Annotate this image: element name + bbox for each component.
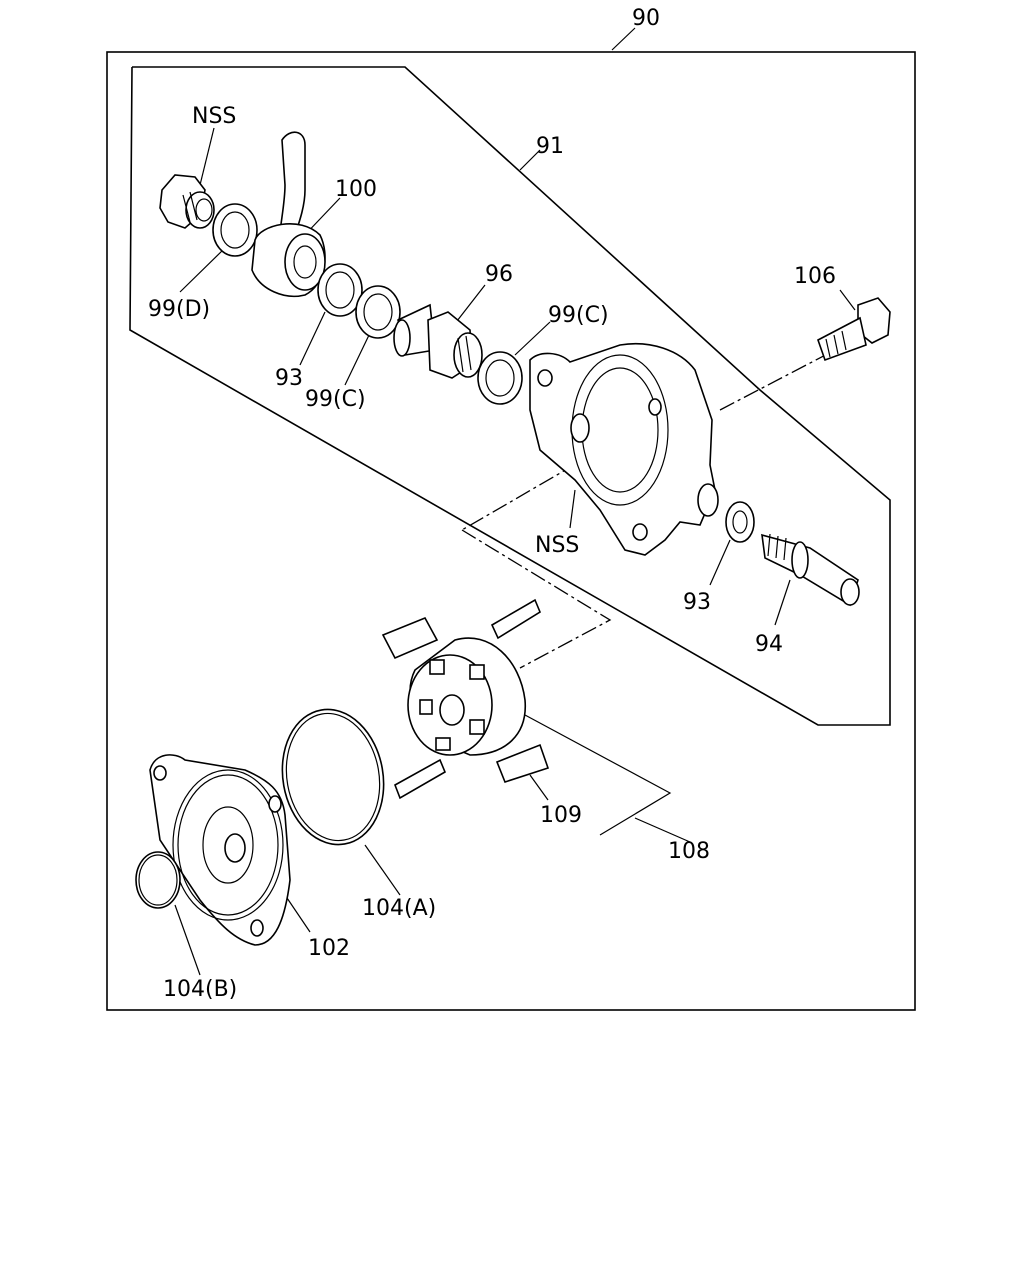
label-91: 91 bbox=[536, 134, 564, 159]
label-93-top: 93 bbox=[275, 366, 303, 391]
label-104b: 104(B) bbox=[163, 977, 237, 1002]
outer-frame bbox=[106, 51, 916, 1011]
washer-99d bbox=[212, 203, 258, 257]
label-104a: 104(A) bbox=[362, 896, 436, 921]
label-108: 108 bbox=[668, 839, 710, 864]
label-99c-right: 99(C) bbox=[548, 303, 609, 328]
label-109: 109 bbox=[540, 803, 582, 828]
oring-104a bbox=[281, 708, 385, 846]
cover-102 bbox=[149, 754, 291, 946]
connector-96 bbox=[393, 303, 483, 379]
housing-nss bbox=[529, 342, 719, 556]
label-94: 94 bbox=[755, 632, 783, 657]
label-102: 102 bbox=[308, 936, 350, 961]
vane-109-3 bbox=[394, 758, 447, 800]
vane-109-2 bbox=[490, 598, 542, 640]
oring-104b bbox=[135, 851, 181, 909]
label-106: 106 bbox=[794, 264, 836, 289]
label-nss-mid: NSS bbox=[535, 533, 579, 558]
washer-99c-right bbox=[477, 351, 523, 405]
label-nss-top: NSS bbox=[192, 104, 236, 129]
plug-nss bbox=[159, 174, 215, 229]
label-93-lower: 93 bbox=[683, 590, 711, 615]
vane-109-1 bbox=[381, 616, 439, 660]
label-99c-left: 99(C) bbox=[305, 387, 366, 412]
rotor-108 bbox=[407, 637, 526, 756]
washer-93-lower bbox=[725, 501, 755, 543]
subassembly-outline bbox=[129, 66, 891, 726]
label-100: 100 bbox=[335, 177, 377, 202]
vane-109-4 bbox=[495, 743, 550, 783]
washer-99c-left bbox=[355, 285, 401, 339]
hose-fitting-100 bbox=[251, 131, 326, 297]
label-96: 96 bbox=[485, 262, 513, 287]
label-90: 90 bbox=[632, 6, 660, 31]
washer-93-top bbox=[317, 263, 363, 317]
label-99d: 99(D) bbox=[148, 297, 210, 322]
union-94 bbox=[761, 533, 860, 607]
bolt-106 bbox=[817, 297, 891, 362]
